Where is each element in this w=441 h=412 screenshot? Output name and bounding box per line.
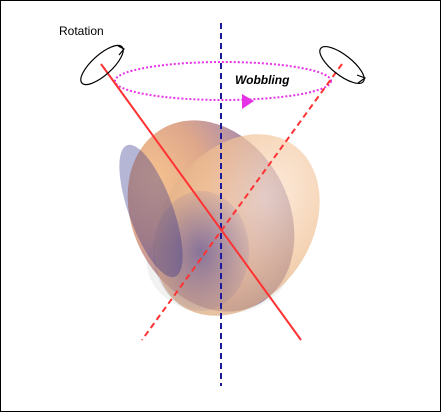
dashed-tilted-axis [141,63,343,341]
curved-rotation-arrow-icon [319,46,367,84]
triangle-arrow-icon [242,94,254,109]
wobble-orbit [114,61,332,101]
overlap-shading [119,144,249,311]
solid-tilted-axis [100,63,302,341]
rotation-label: Rotation [59,24,104,38]
wobbling-label: Wobbling [235,73,290,87]
curved-rotation-arrow-icon [80,44,125,86]
